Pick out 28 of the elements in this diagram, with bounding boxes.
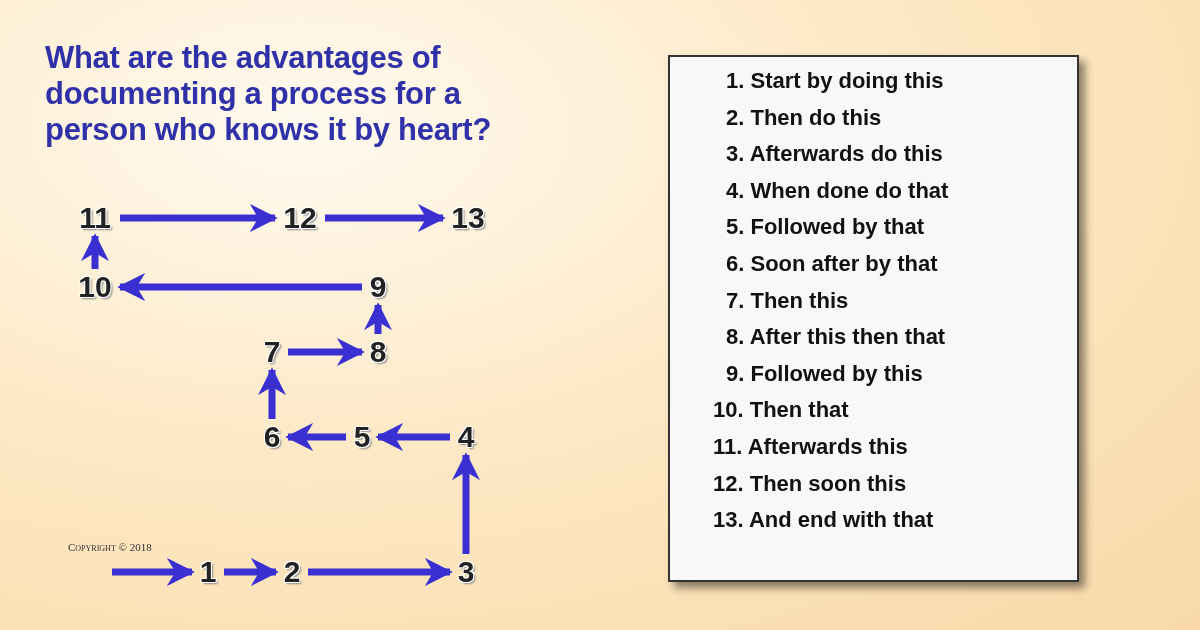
step-item: 1. Start by doing this <box>726 68 944 94</box>
step-item: 11. Afterwards this <box>713 434 908 460</box>
step-item: 3. Afterwards do this <box>726 141 943 168</box>
step-number: 12 <box>278 202 322 234</box>
step-number: 6 <box>259 421 285 453</box>
step-number: 10 <box>73 271 117 303</box>
step-number: 9 <box>365 271 391 303</box>
step-number: 2 <box>279 556 305 588</box>
step-number: 1 <box>195 556 221 588</box>
step-item: 2. Then do this <box>726 104 882 131</box>
step-number: 13 <box>446 202 490 234</box>
step-number: 3 <box>453 556 479 588</box>
step-number: 7 <box>259 336 285 368</box>
step-item: 4. When done do that <box>726 177 949 204</box>
step-number: 11 <box>73 202 117 234</box>
step-item: 9. Followed by this <box>726 360 923 387</box>
step-item: 6. Soon after by that <box>726 251 938 277</box>
step-item: 13. And end with that <box>713 507 934 534</box>
step-number: 8 <box>365 336 391 368</box>
step-item: 10. Then that <box>713 397 849 424</box>
step-number: 4 <box>453 421 479 453</box>
step-number: 5 <box>349 421 375 453</box>
title: What are the advantages of documenting a process for a person who knows it by heart? <box>45 40 493 148</box>
step-item: 7. Then this <box>726 287 849 314</box>
step-item: 5. Followed by that <box>726 214 924 241</box>
step-item: 12. Then soon this <box>713 470 907 497</box>
copyright-note: Copyright © 2018 <box>68 541 152 553</box>
step-item: 8. After this then that <box>726 324 946 351</box>
